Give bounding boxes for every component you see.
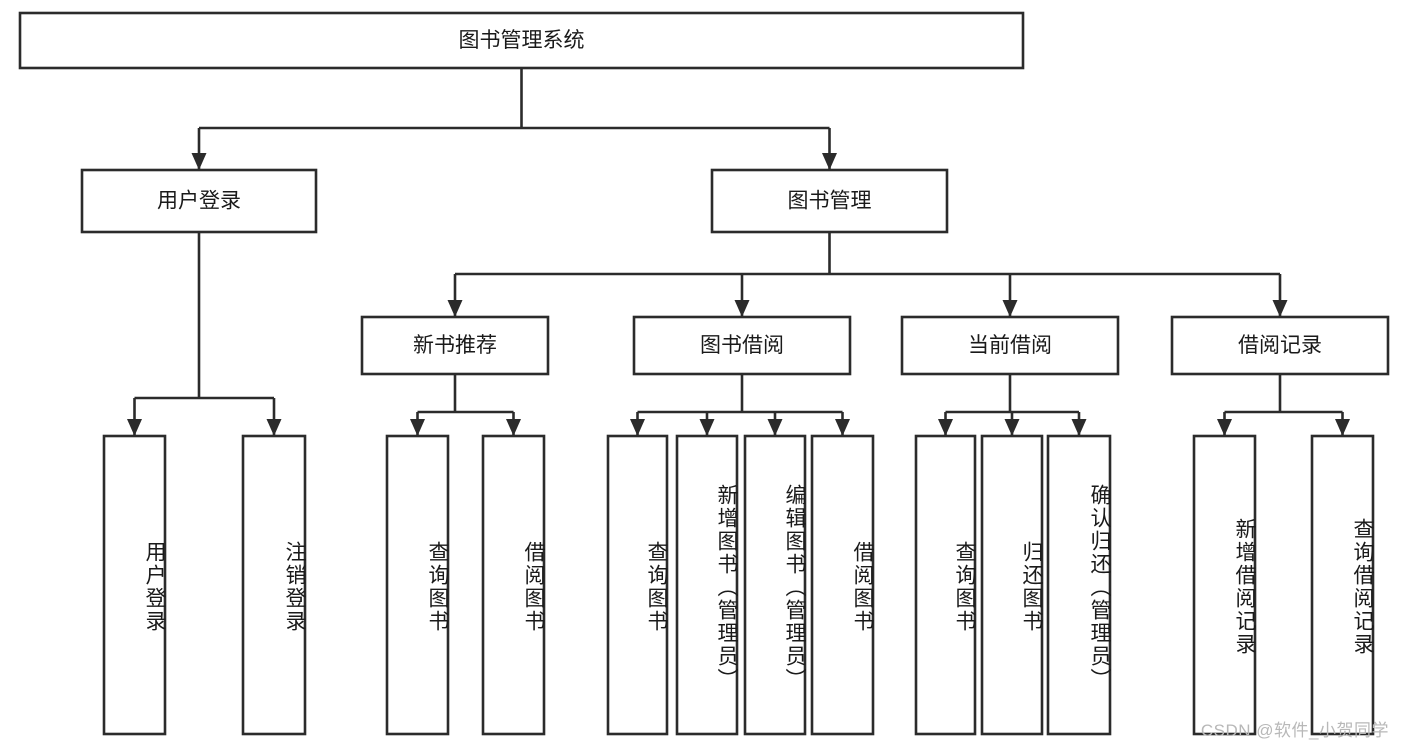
arrow-head-icon	[699, 419, 715, 436]
arrow-head-icon	[266, 419, 282, 436]
arrow-head-icon	[410, 419, 425, 436]
node-box-new-book-recommend[interactable]	[360, 315, 550, 376]
arrow-head-icon	[938, 419, 953, 436]
arrow-head-icon	[1217, 419, 1232, 436]
arrow-head-icon	[734, 300, 750, 317]
node-box-book-manage[interactable]	[710, 168, 949, 234]
node-box-user-login[interactable]	[80, 168, 318, 234]
connectors-layer	[127, 68, 1350, 436]
arrow-head-icon	[630, 419, 645, 436]
node-box-root[interactable]	[18, 11, 1025, 70]
node-box-book-borrow[interactable]	[632, 315, 852, 376]
node-box-leaf-query-book-3[interactable]	[914, 434, 977, 736]
node-box-leaf-add-borrow-record[interactable]	[1192, 434, 1257, 736]
node-box-leaf-query-book-1[interactable]	[385, 434, 450, 736]
node-box-leaf-return-book[interactable]	[980, 434, 1044, 736]
csdn-watermark: CSDN @软件_小贺同学	[1200, 721, 1389, 740]
arrow-head-icon	[1002, 300, 1018, 317]
node-box-leaf-add-book[interactable]	[675, 434, 739, 736]
node-box-leaf-query-borrow-record[interactable]	[1310, 434, 1375, 736]
node-box-leaf-user-login[interactable]	[102, 434, 167, 736]
node-label-root: 图书管理系统	[459, 29, 585, 52]
boxes-layer	[18, 11, 1390, 736]
arrow-head-icon	[767, 419, 783, 436]
node-box-leaf-borrow-book-1[interactable]	[481, 434, 546, 736]
arrow-head-icon	[191, 153, 207, 170]
node-label-new-book-recommend: 新书推荐	[413, 334, 497, 357]
node-label-book-borrow: 图书借阅	[700, 334, 784, 357]
arrow-head-icon	[1004, 419, 1020, 436]
node-box-leaf-edit-book[interactable]	[743, 434, 807, 736]
node-label-borrow-record: 借阅记录	[1238, 334, 1322, 357]
arrow-head-icon	[1272, 300, 1288, 317]
arrow-head-icon	[127, 419, 142, 436]
node-label-current-borrow: 当前借阅	[968, 334, 1052, 357]
arrow-head-icon	[447, 300, 463, 317]
node-box-borrow-record[interactable]	[1170, 315, 1390, 376]
node-box-leaf-borrow-book-2[interactable]	[810, 434, 875, 736]
node-label-user-login: 用户登录	[157, 190, 241, 213]
node-label-book-manage: 图书管理	[788, 190, 872, 213]
node-box-current-borrow[interactable]	[900, 315, 1120, 376]
arrow-head-icon	[1335, 419, 1350, 436]
arrow-head-icon	[822, 153, 837, 170]
node-box-leaf-query-book-2[interactable]	[606, 434, 669, 736]
arrow-head-icon	[835, 419, 850, 436]
arrow-head-icon	[1071, 419, 1087, 436]
node-box-leaf-confirm-return[interactable]	[1046, 434, 1112, 736]
arrow-head-icon	[506, 419, 521, 436]
node-box-leaf-user-logout[interactable]	[241, 434, 307, 736]
